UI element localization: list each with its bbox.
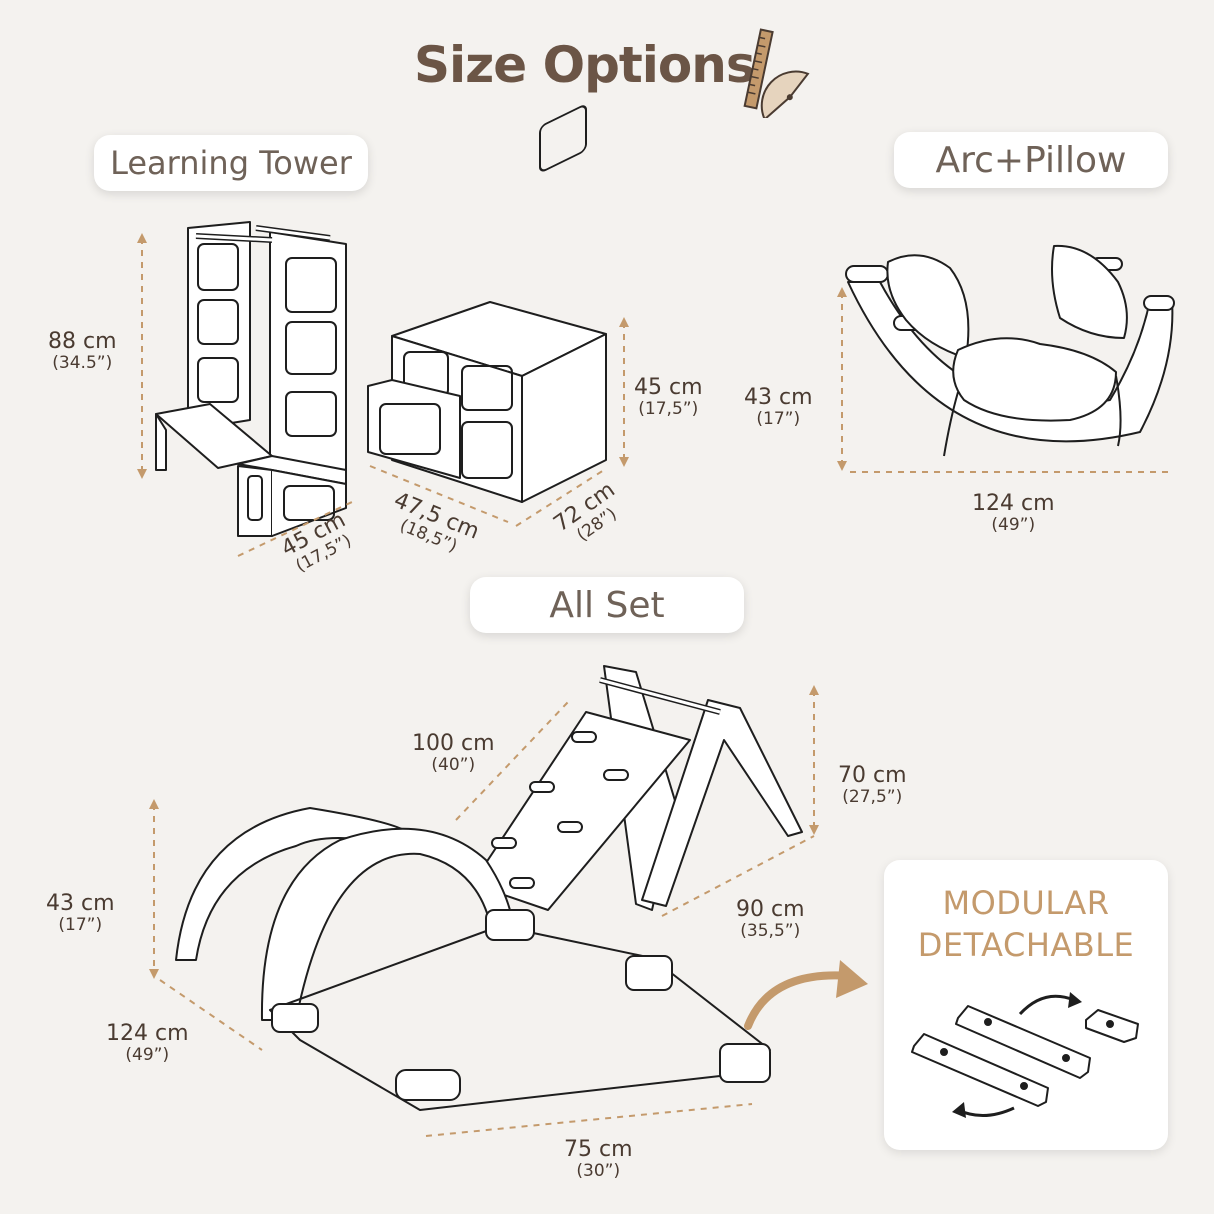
dim-value-inches: (17,5”) [638, 399, 699, 420]
dim-value-inches: (40”) [431, 755, 476, 776]
section-label-text: All Set [549, 584, 665, 626]
dim-value-inches: (30”) [576, 1161, 621, 1182]
dim-value: 43 cm [744, 385, 813, 410]
ruler-protractor-icon [743, 28, 810, 118]
dim-value: 124 cm [106, 1021, 189, 1046]
rotate-arrow-icon [1018, 994, 1075, 1016]
modular-line1: MODULAR [942, 884, 1110, 922]
section-label-text: Learning Tower [110, 144, 352, 182]
dim-triangle-ramp: 100 cm (40”) [412, 731, 495, 776]
dim-tower-height: 88 cm (34.5”) [48, 329, 117, 374]
dim-arc-length: 124 cm (49”) [972, 491, 1055, 536]
section-label-arc-pillow: Arc+Pillow [894, 132, 1168, 188]
modular-heading: MODULAR DETACHABLE [884, 882, 1168, 966]
dim-value: 45 cm [634, 375, 703, 400]
rotate-arrow-icon [957, 1106, 1015, 1117]
modular-line2: DETACHABLE [917, 926, 1135, 965]
dim-value-inches: (34.5”) [52, 353, 113, 374]
dim-value-inches: (17”) [756, 409, 801, 430]
arc-pillow-drawing [845, 244, 1175, 457]
dim-value: 124 cm [972, 491, 1055, 516]
dim-set-arc-height: 43 cm (17”) [46, 891, 115, 936]
dim-value-inches: (17”) [58, 915, 103, 936]
dim-value: 43 cm [46, 891, 115, 916]
section-label-text: Arc+Pillow [935, 139, 1127, 181]
dim-value: 75 cm [564, 1137, 633, 1162]
dim-value-inches: (35,5”) [740, 921, 801, 942]
dim-value: 100 cm [412, 731, 495, 756]
dimension-lines [137, 233, 1174, 1137]
table-chair-drawing [367, 105, 607, 503]
dim-set-base: 75 cm (30”) [564, 1137, 633, 1182]
section-label-learning-tower: Learning Tower [94, 135, 368, 191]
dim-set-arc-length: 124 cm (49”) [106, 1021, 189, 1066]
dim-value: 88 cm [48, 329, 117, 354]
learning-tower-drawing [155, 221, 347, 537]
modular-pieces-drawing [911, 992, 1139, 1118]
dim-value-inches: (27,5”) [842, 787, 903, 808]
dim-value: 70 cm [838, 763, 907, 788]
all-set-drawing [175, 665, 803, 1111]
section-label-all-set: All Set [470, 577, 744, 633]
dim-table-height: 45 cm (17,5”) [634, 375, 703, 420]
dim-value-inches: (49”) [991, 515, 1036, 536]
dim-value: 90 cm [736, 897, 805, 922]
dim-value-inches: (49”) [125, 1045, 170, 1066]
page-title: Size Options [414, 36, 756, 94]
dim-arc-height: 43 cm (17”) [744, 385, 813, 430]
curved-arrow-icon [744, 971, 854, 1030]
dim-triangle-height: 70 cm (27,5”) [838, 763, 907, 808]
modular-detachable-card: MODULAR DETACHABLE [884, 860, 1168, 1150]
curved-arrow-head-icon [836, 960, 868, 998]
dim-triangle-depth: 90 cm (35,5”) [736, 897, 805, 942]
